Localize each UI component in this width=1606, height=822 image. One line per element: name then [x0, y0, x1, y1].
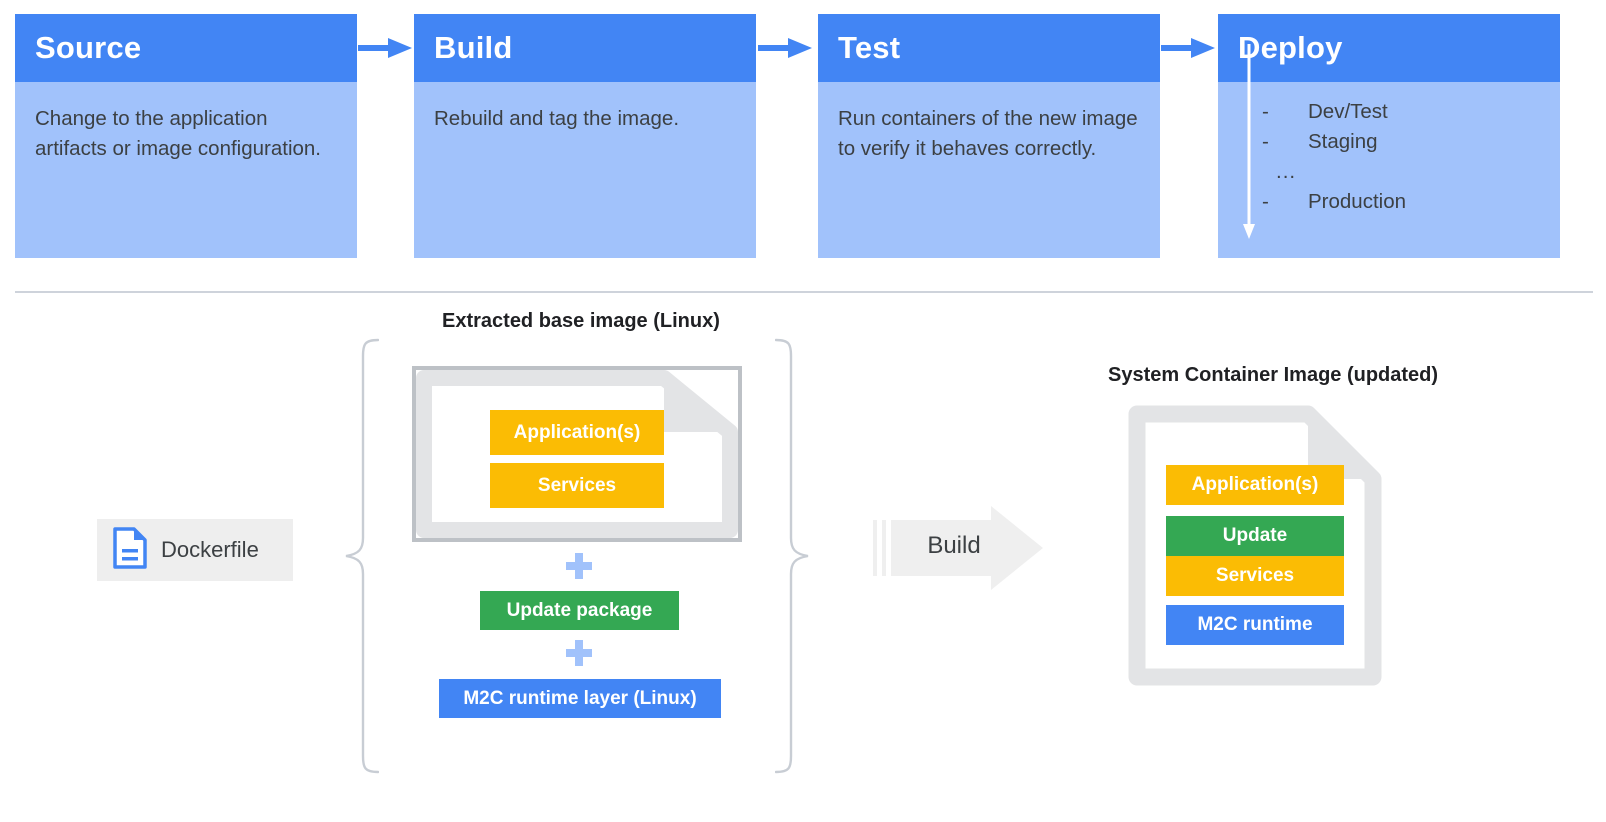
list-item: - Production [1262, 190, 1512, 220]
cicd-pipeline: Source Change to the application artifac… [0, 0, 1606, 270]
layer-label: Services [537, 474, 617, 496]
stage-header-test: Test [818, 14, 1160, 82]
stage-title-build: Build [434, 30, 513, 65]
container-document-icon [416, 370, 738, 543]
layer-label: Services [1215, 565, 1295, 586]
deploy-environment-list: - Dev/Test - Staging ... - Production [1262, 100, 1512, 220]
stack-layer-m2c-runtime: M2C runtime layer (Linux) [439, 679, 721, 718]
base-layer-services: Services [490, 463, 664, 508]
extracted-base-image-caption: Extracted base image (Linux) [442, 310, 720, 332]
left-curly-brace [345, 338, 380, 774]
list-bullet: - [1262, 130, 1269, 153]
stage-description-build: Rebuild and tag the image. [434, 107, 680, 130]
base-layer-applications: Application(s) [490, 410, 664, 455]
stage-header-deploy: Deploy [1218, 14, 1560, 82]
stack-layer-update-package: Update package [480, 591, 679, 630]
plus-icon [566, 553, 592, 579]
list-item: - Staging [1262, 130, 1512, 160]
arrow-right-icon [758, 36, 814, 60]
deploy-progression-arrow-icon [1242, 44, 1256, 240]
output-layer-services: Services [1166, 556, 1344, 596]
document-icon [113, 526, 147, 574]
dockerfile-label: Dockerfile [161, 537, 259, 562]
layer-label: Update [1222, 525, 1288, 546]
image-build-diagram: Extracted base image (Linux) System Cont… [0, 300, 1606, 822]
stage-body-deploy: - Dev/Test - Staging ... - Production [1218, 44, 1560, 258]
build-action-label: Build [927, 532, 981, 559]
layer-label: Application(s) [513, 421, 641, 443]
pipeline-stage-source[interactable]: Source Change to the application artifac… [15, 14, 357, 258]
list-bullet: - [1262, 100, 1269, 123]
stage-description-test: Run containers of the new image to verif… [838, 107, 1138, 160]
stage-title-deploy: Deploy [1238, 30, 1343, 65]
block-arrow-right-icon [873, 506, 1043, 590]
layer-label: Update package [506, 599, 653, 621]
pipeline-stage-build[interactable]: Build Rebuild and tag the image. [414, 14, 756, 258]
pipeline-stage-deploy[interactable]: Deploy - Dev/Test - Staging ... [1218, 14, 1560, 258]
system-container-image-caption: System Container Image (updated) [1108, 364, 1439, 386]
layer-label: M2C runtime [1197, 614, 1313, 635]
layer-label: M2C runtime layer (Linux) [463, 687, 697, 709]
stage-header-source: Source [15, 14, 357, 82]
stage-title-source: Source [35, 30, 142, 65]
stage-header-build: Build [414, 14, 756, 82]
dockerfile-chip[interactable]: Dockerfile [97, 519, 293, 581]
stage-body-source: Change to the application artifacts or i… [15, 82, 357, 258]
pipeline-stage-test[interactable]: Test Run containers of the new image to … [818, 14, 1160, 258]
output-layer-update: Update [1166, 516, 1344, 556]
plus-icon [566, 640, 592, 666]
output-layer-applications: Application(s) [1166, 465, 1344, 505]
section-divider [15, 291, 1593, 293]
output-layer-m2c-runtime: M2C runtime [1166, 605, 1344, 645]
arrow-right-icon [358, 36, 414, 60]
stage-title-test: Test [838, 30, 901, 65]
stage-body-build: Rebuild and tag the image. [414, 82, 756, 258]
list-item: - Dev/Test [1262, 100, 1512, 130]
deploy-env-label: Production [1308, 190, 1407, 213]
right-curly-brace [774, 338, 809, 774]
deploy-env-label: Staging [1308, 130, 1378, 153]
deploy-env-ellipsis: ... [1276, 160, 1297, 183]
stage-description-source: Change to the application artifacts or i… [35, 107, 321, 160]
arrow-right-icon [1161, 36, 1217, 60]
stage-body-test: Run containers of the new image to verif… [818, 82, 1160, 258]
list-bullet: - [1262, 190, 1269, 213]
deploy-env-label: Dev/Test [1308, 100, 1388, 123]
layer-label: Application(s) [1191, 474, 1319, 495]
